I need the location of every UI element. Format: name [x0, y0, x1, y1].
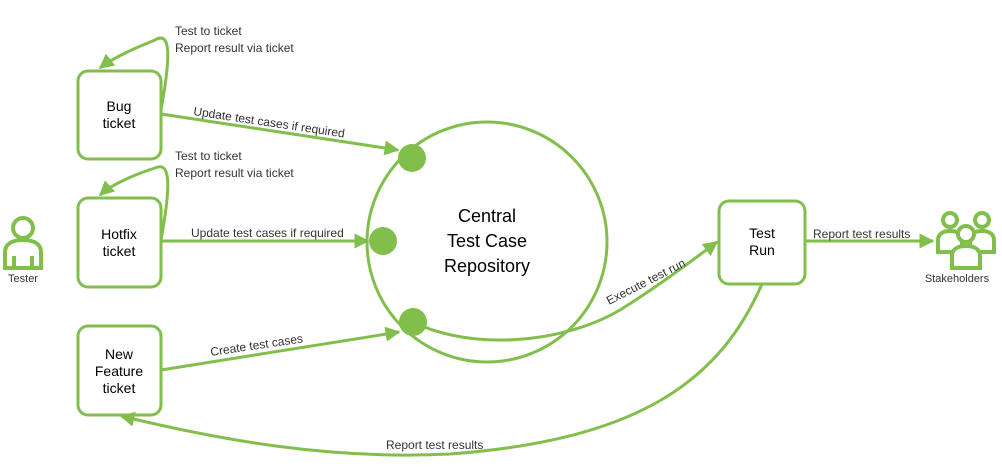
test-run-to-feature-edge[interactable] [119, 283, 764, 457]
bug-to-repository-edge[interactable] [160, 112, 400, 156]
bug-ticket-line-1: Bug [107, 98, 132, 114]
bug-self-loop-edge[interactable] [98, 36, 170, 111]
hotfix-self-loop-label-2: Report result via ticket [175, 166, 294, 180]
test-run-line-2: Run [749, 242, 775, 258]
group-icon [936, 211, 996, 270]
bug-ticket-node[interactable]: Bug ticket [76, 69, 163, 161]
bug-self-loop-label-2: Report result via ticket [175, 41, 294, 55]
test-run-node[interactable]: Test Run [717, 199, 807, 286]
repository-line-2: Test Case [447, 231, 527, 251]
new-feature-ticket-node[interactable]: New Feature ticket [76, 324, 163, 417]
hotfix-ticket-line-1: Hotfix [101, 226, 137, 242]
repository-port-bug [398, 144, 426, 172]
person-icon [2, 216, 43, 270]
hotfix-to-repository-label: Update test cases if required [191, 226, 344, 240]
stakeholders-label: Stakeholders [925, 273, 990, 285]
repository-line-1: Central [458, 206, 516, 226]
new-feature-ticket-line-2: Feature [95, 363, 143, 379]
test-run-to-stakeholders-label: Report test results [813, 227, 910, 241]
hotfix-self-loop-label-1: Test to ticket [175, 149, 242, 163]
repository-node[interactable]: Central Test Case Repository [365, 120, 609, 364]
repository-to-test-run-edge[interactable] [412, 240, 719, 342]
hotfix-ticket-line-2: ticket [103, 243, 136, 259]
bug-ticket-line-2: ticket [103, 115, 136, 131]
hotfix-ticket-node[interactable]: Hotfix ticket [76, 196, 163, 289]
tester-label: Tester [8, 273, 38, 285]
repository-line-3: Repository [444, 256, 530, 276]
feature-to-repository-edge[interactable] [160, 326, 401, 372]
new-feature-ticket-line-1: New [105, 346, 134, 362]
repository-port-hotfix [369, 227, 397, 255]
stakeholders-actor[interactable]: Stakeholders [925, 211, 996, 285]
repository-to-test-run-label: Execute test run [604, 256, 688, 308]
hotfix-self-loop-edge[interactable] [98, 165, 170, 241]
bug-self-loop-label-1: Test to ticket [175, 24, 242, 38]
tester-actor[interactable]: Tester [2, 216, 43, 285]
new-feature-ticket-line-3: ticket [103, 380, 136, 396]
test-run-to-feature-label: Report test results [386, 438, 483, 452]
test-run-line-1: Test [749, 225, 775, 241]
